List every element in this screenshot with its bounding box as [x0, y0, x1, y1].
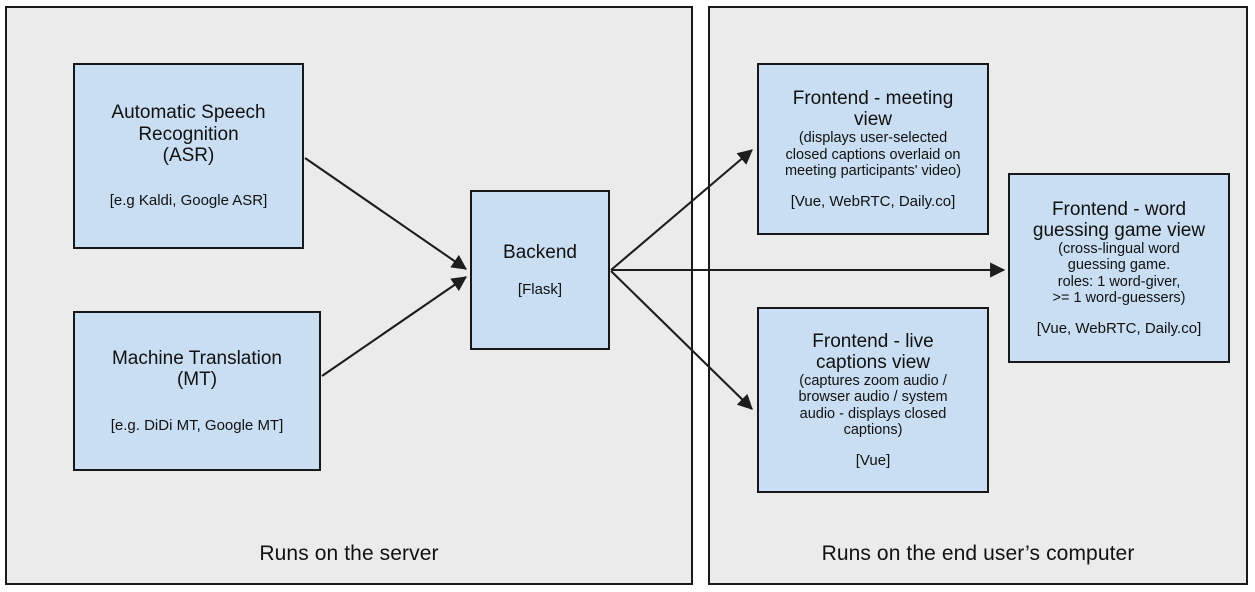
node-automatic-speech-recognition[interactable]: Automatic Speech Recognition (ASR) [e.g …: [73, 63, 304, 249]
node-title: Frontend - word guessing game view: [1032, 198, 1206, 241]
node-frontend-meeting-view[interactable]: Frontend - meeting view (displays user-s…: [757, 63, 989, 235]
node-machine-translation[interactable]: Machine Translation (MT) [e.g. DiDi MT, …: [73, 311, 321, 471]
node-tech-stack: [Vue, WebRTC, Daily.co]: [790, 192, 956, 210]
node-frontend-word-guessing-game-view[interactable]: Frontend - word guessing game view (cros…: [1008, 173, 1230, 363]
panel-client-label: Runs on the end user’s computer: [821, 542, 1135, 565]
node-tech-stack: [Flask]: [517, 281, 563, 298]
panel-server-label: Runs on the server: [259, 542, 439, 565]
node-title: Frontend - live captions view: [812, 330, 934, 373]
node-tech-stack: [Vue]: [855, 452, 891, 470]
node-tech-stack: [e.g. DiDi MT, Google MT]: [110, 416, 284, 434]
node-title: Machine Translation (MT): [111, 348, 283, 391]
node-description: (cross-lingual word guessing game. roles…: [1052, 241, 1186, 306]
node-title: Automatic Speech Recognition (ASR): [111, 102, 266, 166]
node-frontend-live-captions-view[interactable]: Frontend - live captions view (captures …: [757, 307, 989, 493]
node-backend[interactable]: Backend [Flask]: [470, 190, 610, 350]
node-title: Backend: [503, 241, 577, 263]
node-tech-stack: [e.g Kaldi, Google ASR]: [109, 192, 268, 210]
node-title: Frontend - meeting view: [792, 87, 954, 131]
node-description: (displays user-selected closed captions …: [784, 130, 962, 179]
node-tech-stack: [Vue, WebRTC, Daily.co]: [1036, 320, 1202, 338]
node-description: (captures zoom audio / browser audio / s…: [798, 373, 948, 438]
